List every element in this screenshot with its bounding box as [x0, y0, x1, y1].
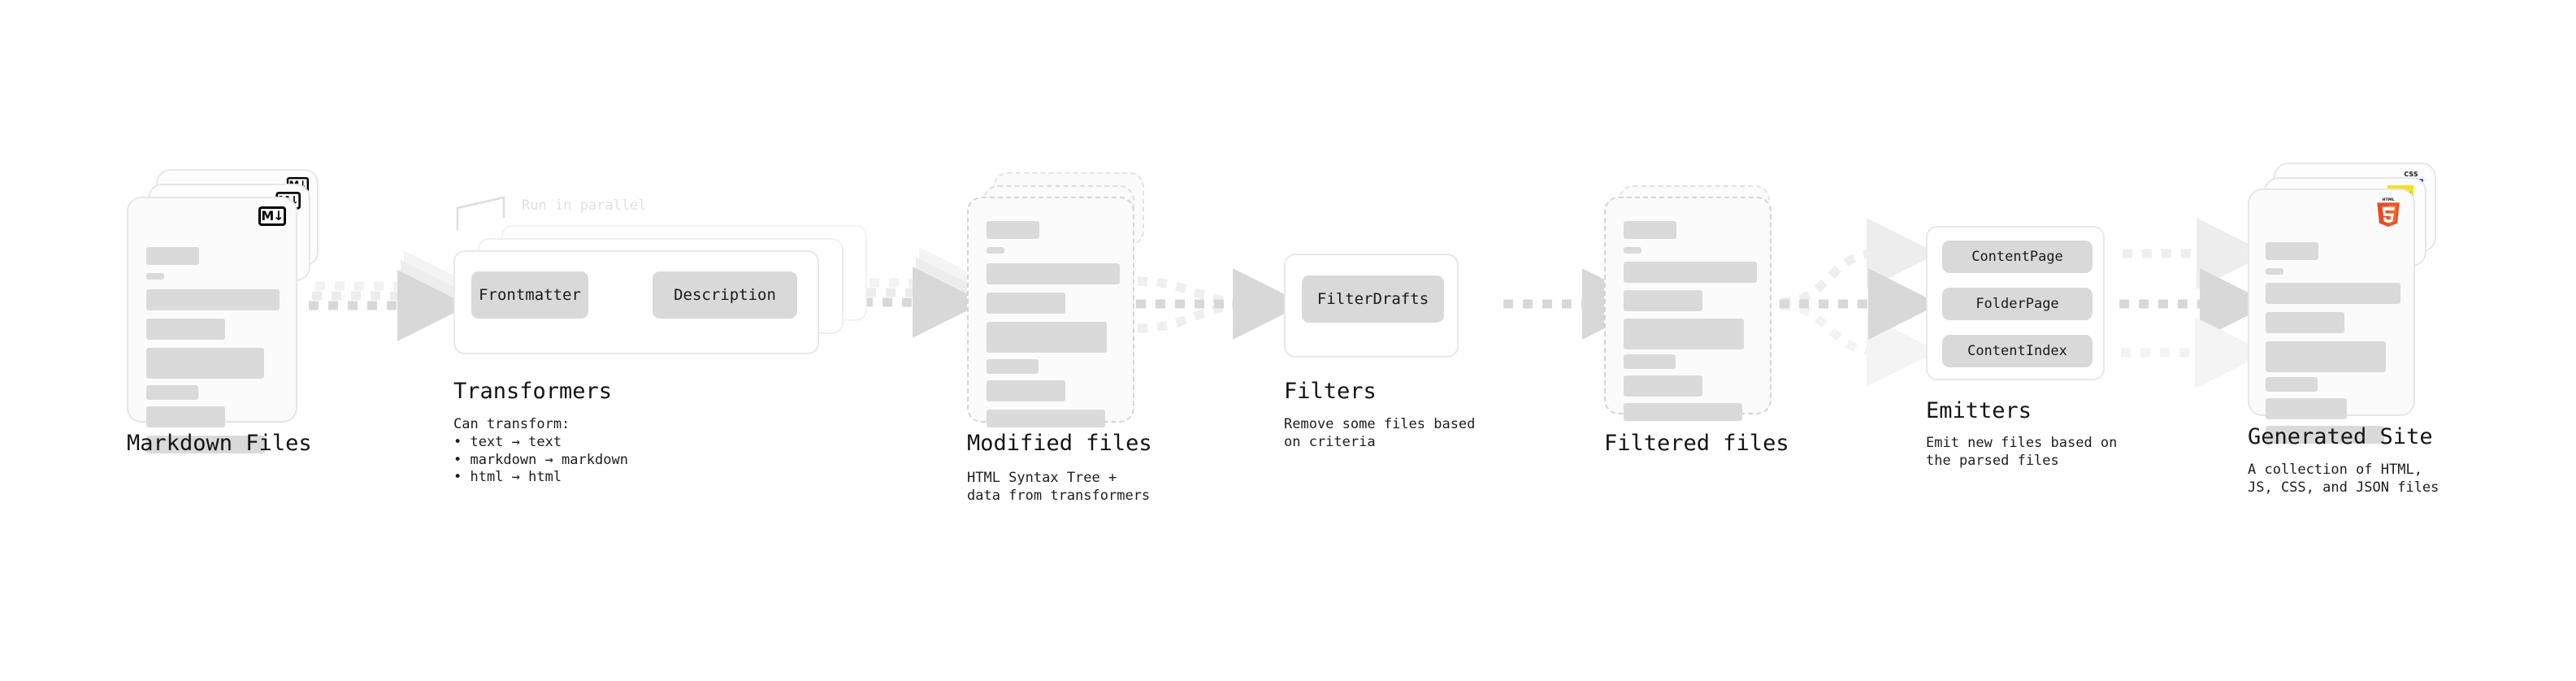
stage-subtitle-transformers: Can transform: • text → text • markdown …	[453, 416, 628, 486]
skeleton-line	[146, 273, 164, 280]
skeleton-line	[2266, 283, 2400, 304]
skeleton-line	[146, 348, 264, 379]
stage-title-generated-site: Generated Site	[2248, 424, 2433, 449]
modified-card-front	[967, 197, 1134, 427]
stage-title-transformers: Transformers	[453, 379, 613, 404]
stage-subtitle-emitters: Emit new files based on the parsed files	[1926, 435, 2118, 469]
skeleton-line	[146, 319, 225, 340]
site-card-front: HTML	[2248, 189, 2415, 444]
skeleton-line	[2266, 312, 2344, 333]
markdown-badge: M↓	[258, 206, 286, 226]
skeleton-line	[146, 247, 199, 265]
skeleton-line	[2266, 268, 2283, 275]
skeleton-line	[2266, 398, 2347, 419]
transformer-pill-frontmatter[interactable]: Frontmatter	[471, 271, 588, 319]
skeleton-line	[987, 293, 1065, 314]
stage-title-markdown-files: Markdown Files	[127, 431, 312, 456]
skeleton-line	[146, 385, 198, 400]
skeleton-line	[1624, 354, 1676, 369]
skeleton-line	[2266, 377, 2318, 392]
skeleton-line	[2266, 426, 2384, 444]
run-in-parallel-label: Run in parallel	[522, 197, 647, 214]
conn-emitters-to-site	[2119, 218, 2271, 388]
stage-title-filtered-files: Filtered files	[1604, 431, 1789, 456]
skeleton-line	[987, 380, 1065, 401]
html5-icon: HTML	[2374, 197, 2402, 228]
skeleton-line	[1624, 247, 1641, 254]
emitters-box: ContentPage FolderPage ContentIndex	[1926, 226, 2105, 380]
skeleton-line	[2266, 242, 2318, 260]
skeleton-line	[2266, 341, 2386, 372]
skeleton-line	[987, 247, 1004, 254]
stage-title-filters: Filters	[1284, 379, 1377, 404]
stage-title-emitters: Emitters	[1926, 398, 2032, 423]
skeleton-line	[1624, 262, 1757, 283]
stage-subtitle-generated-site: A collection of HTML, JS, CSS, and JSON …	[2248, 462, 2439, 496]
stage-subtitle-modified-files: HTML Syntax Tree + data from transformer…	[967, 470, 1151, 504]
filter-pill-filterdrafts[interactable]: FilterDrafts	[1302, 275, 1444, 323]
skeleton-line	[146, 436, 265, 453]
skeleton-line	[987, 322, 1107, 353]
skeleton-line	[1624, 319, 1744, 349]
skeleton-line	[146, 289, 280, 310]
skeleton-line	[987, 221, 1039, 239]
svg-text:HTML: HTML	[2383, 197, 2395, 202]
filters-box: FilterDrafts	[1284, 254, 1459, 358]
run-in-parallel-brace	[456, 196, 505, 230]
skeleton-line	[987, 359, 1039, 374]
markdown-card-front: M↓	[127, 197, 297, 453]
emitter-pill-folderpage[interactable]: FolderPage	[1942, 288, 2092, 320]
skeleton-line	[987, 410, 1105, 427]
skeleton-line	[987, 263, 1120, 284]
conn-md-to-transformers	[309, 250, 475, 341]
transformer-pill-description[interactable]: Description	[653, 271, 797, 319]
skeleton-line	[1624, 221, 1676, 239]
conn-modified-to-filters	[1136, 268, 1304, 340]
conn-transformers-to-modified	[824, 247, 991, 338]
stage-subtitle-filters: Remove some files based on criteria	[1284, 416, 1476, 450]
transformer-box-front: Frontmatter Description	[453, 250, 819, 354]
stage-title-modified-files: Modified files	[967, 431, 1152, 456]
emitter-pill-contentindex[interactable]: ContentIndex	[1942, 335, 2092, 367]
html5-icon-svg: HTML	[2377, 197, 2400, 227]
emitter-pill-contentpage[interactable]: ContentPage	[1942, 241, 2092, 273]
skeleton-line	[1624, 290, 1702, 311]
filtered-card-front	[1604, 197, 1772, 421]
skeleton-line	[1624, 403, 1742, 421]
conn-filtered-to-emitters	[1780, 218, 1940, 387]
skeleton-line	[1624, 375, 1702, 397]
skeleton-line	[146, 406, 225, 427]
